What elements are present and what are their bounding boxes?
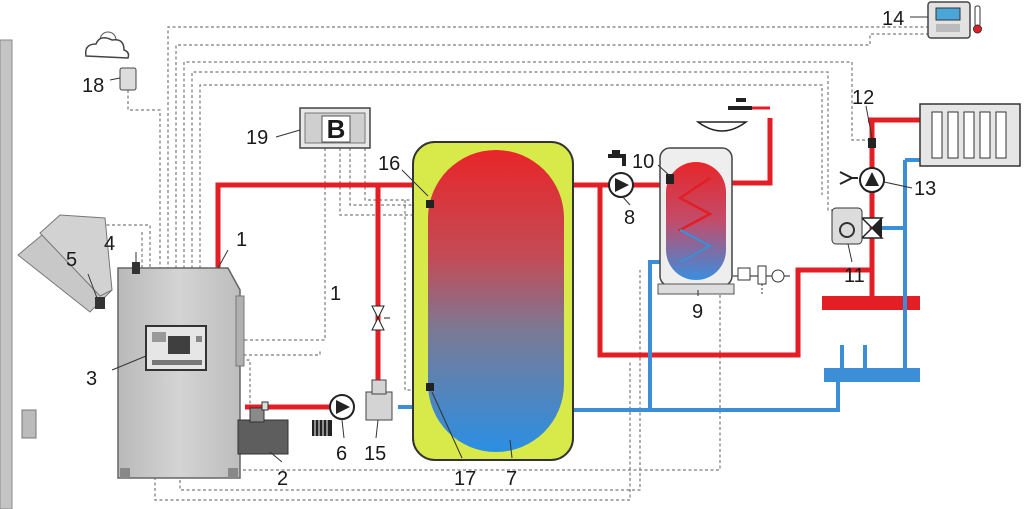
washbasin-icon: [695, 98, 770, 132]
label-boiler: 1: [236, 229, 247, 251]
valve-icon: [371, 305, 390, 331]
tank-sensor-bottom: [426, 383, 434, 391]
label-boiler-pump: 6: [336, 443, 347, 465]
label-fuel-chute: 5: [66, 249, 77, 271]
hot-manifold: [822, 296, 920, 310]
leader-lines: [87, 16, 928, 463]
label-tank-sensor-top: 16: [378, 153, 400, 175]
outdoor-sensor: [119, 67, 137, 91]
flow-sensor: [868, 138, 876, 148]
mixing-valve-icon: [860, 217, 884, 239]
hydraulic-separator: [365, 379, 393, 421]
label-boiler-sensor: 4: [104, 233, 115, 255]
chute-sensor: [95, 297, 105, 309]
label-pellet-feeder: 2: [277, 468, 288, 490]
label-connection: 1: [330, 283, 341, 305]
pellet-feeder: [237, 401, 289, 455]
dhw-tank: [657, 147, 735, 295]
label-module-b: 19: [246, 127, 268, 149]
cold-manifold: [824, 368, 920, 382]
radiator-icon: [312, 420, 332, 436]
boiler: [17, 214, 289, 479]
label-mixing-actuator: 11: [844, 265, 865, 287]
dhw-pump: [608, 172, 634, 198]
hot-pipes: [215, 117, 920, 410]
building-wall: [0, 39, 37, 509]
label-room-panel: 14: [882, 8, 904, 30]
label-dhw-tank: 9: [692, 301, 703, 323]
label-separator: 15: [364, 443, 386, 465]
label-flow-sensor: 12: [852, 87, 874, 109]
room-panel: [927, 1, 971, 39]
boiler-sensor: [132, 262, 140, 274]
label-dhw-sensor: 10: [632, 151, 654, 173]
label-tank-sensor-bottom: 17: [454, 468, 476, 490]
boiler-pump: [329, 394, 355, 420]
circuit-pump: [839, 167, 885, 193]
label-dhw-pump: 8: [624, 207, 635, 229]
tank-sensor-top: [426, 200, 434, 208]
module-b-letter: B: [327, 114, 346, 144]
mixing-valve-actuator: [831, 207, 863, 245]
label-controller: 3: [86, 368, 97, 390]
label-outdoor-sensor: 18: [82, 75, 104, 97]
module-b: B: [299, 107, 371, 149]
component-labels: 1 2 3 4 5 6 7 8 9 10 11 12 13 14 15 16 1…: [66, 8, 936, 490]
label-circuit-pump: 13: [914, 178, 936, 200]
thermometer-icon: [973, 5, 982, 34]
boiler-controller: [145, 325, 207, 371]
label-buffer-tank: 7: [506, 468, 517, 490]
safety-group-icon: [732, 265, 790, 296]
radiator: [919, 103, 1021, 167]
buffer-tank: [412, 141, 574, 461]
cloud-sun-icon: [84, 31, 130, 59]
tap-icon: [608, 150, 626, 166]
